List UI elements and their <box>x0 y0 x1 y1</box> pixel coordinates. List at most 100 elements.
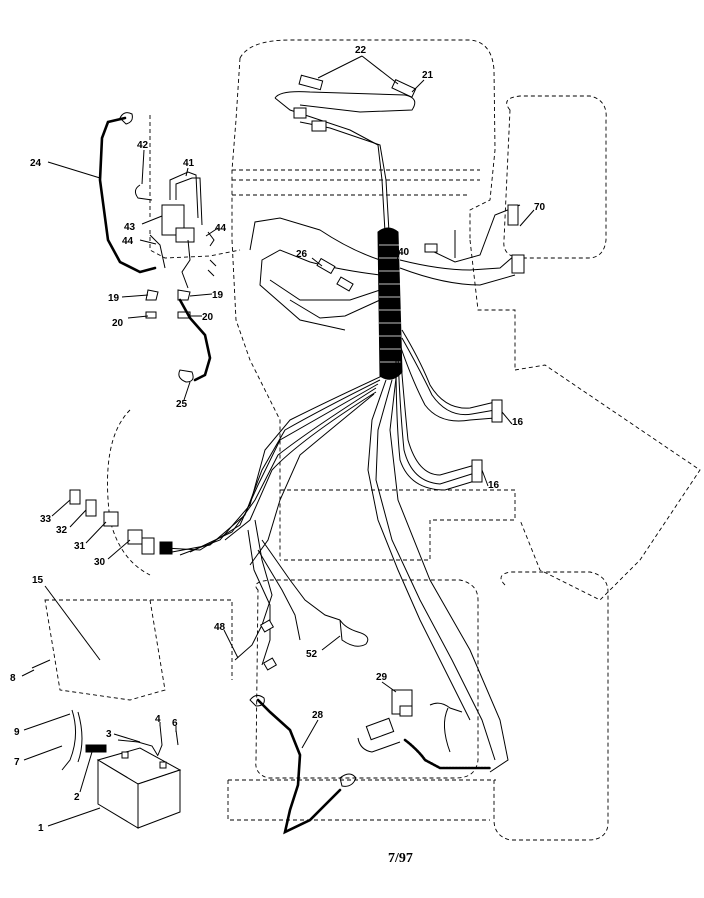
callout-32: 32 <box>56 525 68 536</box>
conduit-ribs <box>379 244 401 363</box>
rear-wheel-right <box>493 571 609 841</box>
bolt-19-right <box>177 289 191 301</box>
callout-15: 15 <box>32 575 44 586</box>
connector-40 <box>424 243 438 253</box>
rear-wire-2 <box>375 379 496 761</box>
callout-20-right: 20 <box>202 312 214 323</box>
ground-cable-28 <box>256 698 342 835</box>
starter-cables <box>98 112 217 383</box>
bolt-2 <box>85 744 107 753</box>
battery-assembly <box>31 659 357 835</box>
nut-20-left <box>145 311 157 319</box>
hood-outline <box>239 39 496 240</box>
lower-dash <box>150 599 233 680</box>
seat-switch-29-plug <box>399 705 413 717</box>
switch-wire-16b-1 <box>399 349 476 476</box>
cable-25-eyelet <box>178 369 194 383</box>
lower-wire-52-1 <box>261 539 341 621</box>
callout-44-right: 44 <box>215 223 227 234</box>
callout-40: 40 <box>398 247 410 258</box>
callout-25: 25 <box>176 399 188 410</box>
nut-20-right <box>177 311 191 319</box>
callout-30: 30 <box>94 557 106 568</box>
callout-3: 3 <box>106 729 112 740</box>
right-wire-3 <box>429 204 521 263</box>
coiled-cord <box>403 738 492 770</box>
engine-wire-6 <box>249 393 375 566</box>
callout-33: 33 <box>40 514 52 525</box>
callout-31: 31 <box>74 541 86 552</box>
left-upper-wire-4 <box>289 299 381 319</box>
solenoid-wire-41a <box>169 171 199 219</box>
solenoid-terminal <box>175 227 195 243</box>
callout-24: 24 <box>30 158 42 169</box>
callout-4: 4 <box>155 714 161 725</box>
connector-70a <box>507 204 519 226</box>
callout-52: 52 <box>306 649 318 660</box>
coil-wire-end <box>357 737 401 753</box>
connector-26 <box>316 257 354 292</box>
cable-24 <box>98 116 157 274</box>
ground-eyelet-52 <box>339 619 369 647</box>
connector-16b <box>471 459 483 483</box>
harness-plug <box>293 107 307 119</box>
callout-labels: 22 21 70 24 42 41 43 44 44 26 40 19 19 2… <box>10 45 546 866</box>
terminal-4 <box>157 724 163 756</box>
cable-24-eyelet <box>119 112 133 125</box>
frame-right <box>469 239 516 370</box>
terminal-small <box>207 259 217 277</box>
solenoid-wire-41b <box>175 177 203 226</box>
battery-cable-3 <box>117 739 159 757</box>
callout-44-left: 44 <box>122 236 134 247</box>
right-wire-1 <box>399 254 516 271</box>
callout-42: 42 <box>137 140 149 151</box>
switch-wire-16b-2 <box>397 354 479 485</box>
harness-plug-2 <box>311 120 327 132</box>
switch-wire-16a-2 <box>401 337 496 416</box>
headlight-connector-left <box>298 74 324 91</box>
engine-wire-4 <box>189 387 377 553</box>
battery-tray-outline <box>44 599 166 701</box>
switch-wire-16a-1 <box>401 329 496 409</box>
seat-outline <box>255 579 479 779</box>
rear-frame <box>227 779 496 821</box>
callout-6: 6 <box>172 718 178 729</box>
headlight-wire-b <box>299 121 390 233</box>
footer-date: 7/97 <box>388 851 413 866</box>
leader-lines <box>21 55 535 827</box>
callout-70: 70 <box>534 202 546 213</box>
callout-9: 9 <box>14 727 20 738</box>
rear-wire-3 <box>389 377 509 773</box>
part-30b <box>141 537 155 555</box>
callout-43: 43 <box>124 222 136 233</box>
left-upper-wire-1 <box>249 217 381 261</box>
callout-7: 7 <box>14 757 20 768</box>
headlight-wire-a <box>274 97 386 233</box>
callout-1: 1 <box>38 823 44 834</box>
callout-28: 28 <box>312 710 324 721</box>
dash-dash-left <box>149 230 241 259</box>
part-31 <box>103 511 119 527</box>
tractor-outline <box>44 39 701 841</box>
callout-19-right: 19 <box>212 290 224 301</box>
left-upper-wire-3 <box>269 279 381 301</box>
seat-switch-connector <box>365 717 395 741</box>
frame-left <box>231 239 281 560</box>
connector-70b <box>511 254 525 274</box>
switch-wire-16a-3 <box>399 344 496 422</box>
solenoid-wire-44 <box>181 239 191 289</box>
part-30a <box>127 529 143 545</box>
engine-wire-5 <box>224 391 377 541</box>
rear-wire-1 <box>367 379 471 721</box>
lower-wire-48-2 <box>247 529 271 666</box>
engine-connectors <box>69 489 173 555</box>
dash-panel-outline <box>232 169 480 196</box>
tray-part-8 <box>31 659 51 669</box>
part-33 <box>69 489 81 505</box>
footrest-panel <box>514 364 701 601</box>
seat-switch-assembly <box>357 689 492 770</box>
part-30c <box>159 541 173 555</box>
lower-wire-52-2 <box>257 549 301 641</box>
callout-16-upper: 16 <box>512 417 524 428</box>
